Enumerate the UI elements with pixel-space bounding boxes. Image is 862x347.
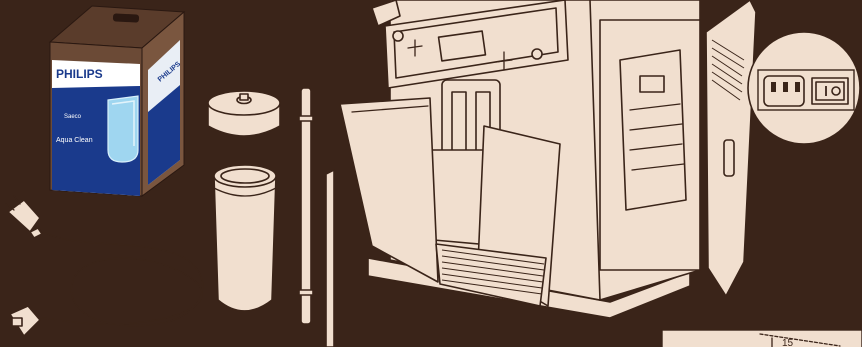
- service-door: [706, 0, 756, 296]
- left-door: [340, 98, 438, 282]
- box-product-text: Aqua Clean: [56, 137, 93, 144]
- power-inlet-icon: [764, 76, 804, 106]
- knob-right-icon: [532, 49, 542, 59]
- power-cord: [6, 196, 203, 336]
- dimension-label: 15: [782, 338, 794, 347]
- milk-tube-long: [299, 88, 313, 324]
- brew-group-compartment: [600, 20, 700, 270]
- power-switch-icon: [812, 78, 848, 104]
- espresso-machine: [340, 0, 756, 318]
- schuko-plug-top: [6, 196, 42, 238]
- dimension-inset: 15: [662, 330, 862, 347]
- filter-cartridge-image: [108, 96, 138, 162]
- box-brand-text: PHILIPS: [56, 67, 103, 81]
- knob-left-icon: [393, 31, 403, 41]
- filter-adapter: [208, 91, 280, 136]
- aquaclean-filter-box: PHILIPS Saeco Aqua Clean PHILIPS: [50, 6, 184, 196]
- milk-tube-short: [326, 170, 334, 347]
- appliance-plug-bottom: [10, 306, 40, 336]
- box-subbrand-text: Saeco: [64, 114, 82, 120]
- milk-container: [214, 165, 276, 311]
- power-switch-callout: [748, 32, 860, 144]
